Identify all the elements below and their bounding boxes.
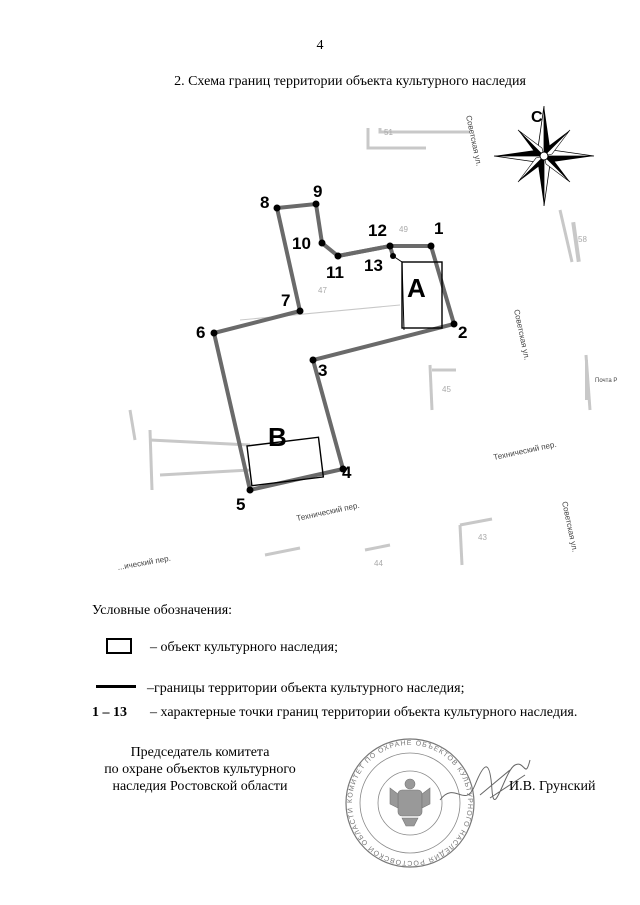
legend-object-text: – объект культурного наследия; <box>150 640 338 655</box>
point-label-9: 9 <box>313 182 322 201</box>
building-number-49: 49 <box>399 225 408 234</box>
emblem-icon <box>389 778 431 827</box>
point-label-8: 8 <box>260 193 269 212</box>
boundary-top-segment <box>337 244 431 258</box>
point-label-6: 6 <box>196 323 205 342</box>
page-number: 4 <box>316 38 324 53</box>
point-label-12: 12 <box>368 221 387 240</box>
building-number-43: 43 <box>478 533 487 542</box>
signatory-line-2: по охране объектов культурного <box>104 762 296 777</box>
point-10-dot <box>318 239 326 247</box>
point-label-13: 13 <box>364 256 383 275</box>
building-number-51: 51 <box>384 128 393 137</box>
street-label-sovetskaya-bottom: Советская ул. <box>560 501 580 553</box>
legend-object-symbol <box>106 638 132 654</box>
compass-north-letter: С <box>531 109 543 126</box>
signature <box>439 759 531 801</box>
point-label-3: 3 <box>318 361 327 380</box>
street-label-sovetskaya-mid: Советская ул. <box>512 309 532 361</box>
point-3-dot <box>309 356 317 364</box>
point-label-2: 2 <box>458 323 467 342</box>
point-label-7: 7 <box>281 291 290 310</box>
point-11-dot <box>334 252 342 260</box>
point-12-dot <box>386 242 394 250</box>
building-number-45: 45 <box>442 385 451 394</box>
background-marks <box>571 221 588 400</box>
street-label-tekhnichesky-mid: Технический пер. <box>296 501 361 523</box>
street-label-pochta: Почта Р <box>595 378 617 384</box>
signatory-line-1: Председатель комитета <box>130 745 270 760</box>
legend-boundary-symbol <box>96 685 136 688</box>
map-title: 2. Схема границ территории объекта культ… <box>174 74 526 89</box>
point-label-4: 4 <box>342 463 352 482</box>
legend-title: Условные обозначения: <box>92 603 233 618</box>
point-6-dot <box>210 329 218 337</box>
point-label-10: 10 <box>292 234 311 253</box>
point-5-dot <box>246 486 254 494</box>
signatory-block: Председатель комитета по охране объектов… <box>80 744 320 795</box>
official-seal: КОМИТЕТ ПО ОХРАНЕ ОБЪЕКТОВ КУЛЬТУРНОГО Н… <box>345 738 475 868</box>
point-7-dot <box>296 307 304 315</box>
map: 51 49 47 58 45 43 44 Советская ул. Совет… <box>117 105 617 572</box>
signatory-line-3: наследия Ростовской области <box>112 779 288 794</box>
object-a-label: А <box>407 273 426 303</box>
legend-boundary-text: –границы территории объекта культурного … <box>147 681 465 696</box>
building-number-47: 47 <box>318 286 327 295</box>
point-label-11: 11 <box>326 263 344 282</box>
street-label-tekhnichesky-right: Технический пер. <box>493 440 558 462</box>
point-9-dot <box>312 200 320 208</box>
point-2-dot <box>450 320 458 328</box>
signer-name: И.В. Грунский <box>509 779 596 794</box>
point-label-1: 1 <box>434 219 443 238</box>
object-a-rect <box>401 261 443 329</box>
building-number-44: 44 <box>374 559 383 568</box>
legend-points-text: – характерные точки границ территории об… <box>150 705 578 720</box>
point-label-5: 5 <box>236 495 245 514</box>
point-13-dot <box>390 253 396 259</box>
object-b-rect <box>246 436 325 487</box>
boundary-points <box>210 200 458 494</box>
compass-rose-icon: С <box>493 105 595 207</box>
point-4-dot <box>339 465 347 473</box>
legend-points-label: 1 – 13 <box>92 705 127 720</box>
street-label-tekhnichesky-left: ...ический пер. <box>117 554 172 572</box>
street-label-sovetskaya-top: Советская ул. <box>464 115 484 167</box>
point-8-dot <box>273 204 281 212</box>
point-1-dot <box>427 242 435 250</box>
building-number-58: 58 <box>578 235 587 244</box>
object-b-label: В <box>268 422 287 452</box>
object-a-side-line <box>392 255 405 331</box>
